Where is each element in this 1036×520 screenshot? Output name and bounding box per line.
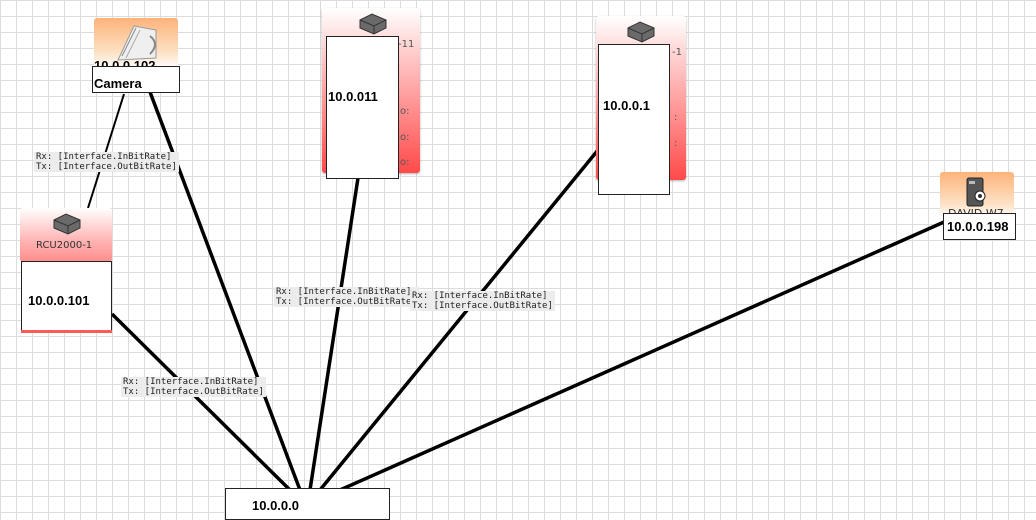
link-switch-b-core[interactable] — [318, 148, 600, 492]
link-label-tx: Tx: [Interface.OutBitRate] — [36, 162, 177, 172]
switch-a-label-box: 10.0.011 — [326, 36, 399, 179]
switch-a-row-fragment-3: o: — [400, 157, 410, 168]
switch-a-node[interactable]: -11 o: o: o: 10.0.011 — [322, 8, 422, 180]
router-icon — [627, 21, 655, 43]
link-label-rx: Rx: [Interface.InBitRate] — [123, 377, 259, 387]
pc-node[interactable]: DAVID-W7 10.0.0.198 — [940, 172, 1018, 242]
switch-b-row-fragment-2: : — [674, 138, 678, 149]
link-label-rx: Rx: [Interface.InBitRate] — [36, 152, 172, 162]
camera-label: Camera — [94, 76, 142, 91]
rcu-node[interactable]: RCU2000-1 10.0.0.101 — [20, 208, 114, 333]
link-pc-core[interactable] — [339, 220, 945, 492]
camera-icon — [117, 25, 157, 61]
link-label-tx: Tx: [Interface.OutBitRate] — [123, 387, 264, 397]
link-label-switch-a-core: Rx: [Interface.InBitRate]Tx: [Interface.… — [274, 287, 419, 307]
pc-icon — [966, 177, 986, 207]
link-rcu-core[interactable] — [110, 312, 292, 492]
rcu-label-box: 10.0.0.101 — [21, 261, 112, 331]
rcu-status-strip — [21, 330, 112, 333]
link-switch-a-core[interactable] — [308, 177, 360, 491]
link-label-tx: Tx: [Interface.OutBitRate] — [412, 301, 553, 311]
core-node[interactable]: 10.0.0.0 — [225, 488, 391, 520]
router-icon — [53, 213, 81, 235]
switch-b-label-box: 10.0.0.1 — [598, 44, 670, 195]
camera-node[interactable]: 10.0.0.102 Camera — [92, 18, 182, 94]
pc-label-box: 10.0.0.198 — [943, 213, 1016, 240]
switch-b-ip: 10.0.0.1 — [603, 98, 650, 113]
link-label-rx: Rx: [Interface.InBitRate] — [276, 287, 412, 297]
switch-a-row-fragment-2: o: — [400, 132, 410, 143]
link-label-camera-rcu: Rx: [Interface.InBitRate]Tx: [Interface.… — [34, 152, 179, 172]
core-label-box: 10.0.0.0 — [225, 488, 390, 520]
switch-b-row-fragment-1: : — [674, 112, 678, 123]
rcu-hostname: RCU2000-1 — [36, 240, 93, 251]
switch-a-hostname-fragment: -11 — [398, 39, 415, 50]
link-label-rcu-core: Rx: [Interface.InBitRate]Tx: [Interface.… — [121, 377, 266, 397]
switch-b-hostname-fragment: -1 — [672, 47, 682, 58]
rcu-ip: 10.0.0.101 — [28, 293, 90, 308]
switch-a-ip: 10.0.011 — [328, 89, 378, 104]
pc-ip: 10.0.0.198 — [947, 219, 1009, 234]
switch-a-row-fragment-1: o: — [400, 106, 410, 117]
link-label-switch-b-core: Rx: [Interface.InBitRate]Tx: [Interface.… — [410, 291, 555, 311]
link-camera-rcu[interactable] — [87, 93, 125, 209]
router-icon — [359, 13, 387, 35]
link-label-rx: Rx: [Interface.InBitRate] — [412, 291, 548, 301]
core-ip: 10.0.0.0 — [252, 498, 299, 513]
camera-label-box: Camera — [92, 66, 180, 93]
switch-b-node[interactable]: -1 : : 10.0.0.1 — [596, 16, 688, 196]
link-label-tx: Tx: [Interface.OutBitRate] — [276, 297, 417, 307]
